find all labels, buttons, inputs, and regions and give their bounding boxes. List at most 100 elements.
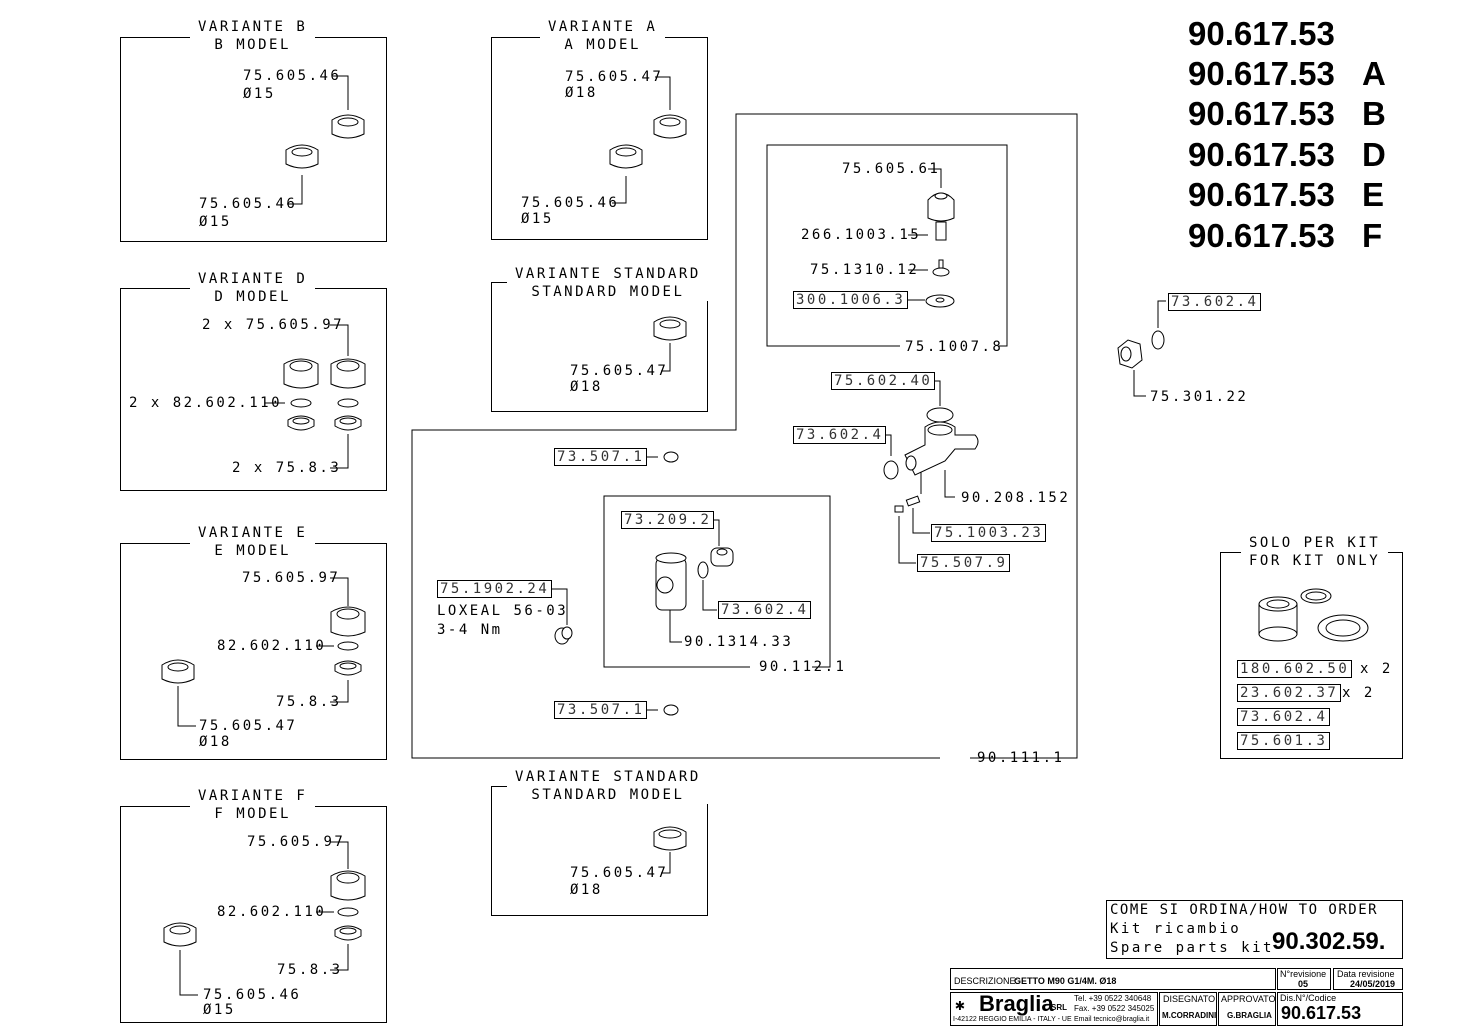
- kit-label-it: Kit ricambio: [1110, 921, 1242, 937]
- valve-body-icon: [904, 421, 979, 476]
- part-label: 75.8.3: [276, 694, 342, 710]
- gasket-icon: [1317, 614, 1369, 642]
- approved-by-cell: APPROVATO G.BRAGLIA: [1218, 992, 1276, 1026]
- oring-icon: [290, 398, 312, 408]
- nut-icon: [331, 114, 365, 139]
- revision-number: 05: [1298, 979, 1309, 989]
- nut-icon: [653, 826, 687, 851]
- part-label: 90.1314.33: [684, 634, 794, 650]
- company-name: Braglia: [979, 991, 1054, 1016]
- hex-nut-icon: [330, 606, 366, 637]
- drawn-by-cell: DISEGNATO M.CORRADINI: [1159, 992, 1217, 1026]
- tee-group-outline: [603, 495, 831, 668]
- oring-icon: [1300, 588, 1332, 604]
- bushing-icon: [1258, 596, 1298, 642]
- part-label: 75.605.47: [570, 363, 669, 379]
- part-label: 2 x 75.8.3: [232, 460, 342, 476]
- part-label: 75.605.46: [243, 68, 342, 84]
- kit-part-label: 75.1902.24: [437, 580, 553, 598]
- oring-icon: [926, 407, 954, 423]
- kit-label-en: Spare parts kit: [1110, 940, 1274, 956]
- washer-icon: [697, 561, 709, 579]
- revision-date-cell: Data revisione 24/05/2019: [1333, 968, 1403, 990]
- kit-item-code: 73.602.4: [1237, 708, 1331, 726]
- part-label: 75.1310.12: [810, 262, 920, 278]
- description-value: GETTO M90 G1/4M. Ø18: [1014, 976, 1117, 986]
- part-diameter: Ø15: [199, 214, 232, 230]
- nut-icon: [653, 316, 687, 341]
- part-label: 75.605.61: [842, 161, 941, 177]
- part-label: 75.8.3: [277, 962, 343, 978]
- ferrule-icon: [334, 925, 362, 941]
- nut-icon: [285, 144, 319, 169]
- kit-part-label: 300.1006.3: [793, 291, 909, 309]
- kit-part-label: 73.602.4: [793, 426, 887, 444]
- model-code: 90.617.53: [1188, 15, 1335, 52]
- valve-cartridge-icon: [927, 192, 955, 241]
- nut-icon: [163, 922, 197, 947]
- part-label: 75.301.22: [1150, 389, 1249, 405]
- company-cell: ✱ Braglia SRL Tel. +39 0522 340648 Fax. …: [950, 991, 1158, 1026]
- spring-icon: [905, 495, 921, 507]
- part-diameter: Ø15: [203, 1002, 236, 1018]
- company-email: Email tecnico@braglia.it: [1074, 1016, 1150, 1023]
- kit-part-label: 75.507.9: [917, 554, 1011, 572]
- kit-part-label: 75.1003.23: [931, 524, 1047, 542]
- ferrule-icon: [334, 415, 362, 431]
- tee-nut-icon: [710, 547, 734, 567]
- part-label: 75.605.97: [247, 834, 346, 850]
- how-to-order-box: [1106, 900, 1403, 959]
- cap-icon: [663, 704, 679, 716]
- kit-item-code: 180.602.50: [1237, 660, 1353, 678]
- part-label: 2 x 75.605.97: [202, 317, 345, 333]
- cap-icon: [663, 451, 679, 463]
- part-label: 2 x 82.602.110: [129, 395, 283, 411]
- part-label: 82.602.110: [217, 904, 327, 920]
- part-label: 75.605.46: [203, 987, 302, 1003]
- part-label: 75.605.97: [242, 570, 341, 586]
- nut-icon: [653, 114, 687, 139]
- pin-icon: [932, 259, 950, 277]
- part-label: 75.605.46: [199, 196, 298, 212]
- part-diameter: Ø18: [199, 734, 232, 750]
- part-label: 266.1003.15: [801, 227, 922, 243]
- part-label: 75.605.47: [199, 718, 298, 734]
- description-label: DESCRIZIONE:: [954, 976, 1019, 986]
- kit-part-label: 73.602.4: [1168, 293, 1262, 311]
- company-address: I-42122 REGGIO EMILIA - ITALY - UE: [953, 1016, 1072, 1023]
- how-to-order-heading: COME SI ORDINA/HOW TO ORDER: [1110, 902, 1379, 918]
- kit-item-code: 23.602.37: [1237, 684, 1342, 702]
- hex-nut-icon: [283, 358, 319, 389]
- hex-nut-icon: [1117, 339, 1143, 369]
- nut-icon: [161, 659, 195, 684]
- part-label: 90.208.152: [961, 490, 1071, 506]
- nut-icon: [609, 144, 643, 169]
- part-label: 75.605.47: [565, 69, 664, 85]
- company-fax: Fax. +39 0522 345025: [1074, 1004, 1155, 1013]
- part-label: 75.605.47: [570, 865, 669, 881]
- revision-cell: N°revisione 05: [1277, 968, 1331, 990]
- hex-nut-icon: [330, 870, 366, 901]
- braglia-logo-icon: ✱: [955, 995, 965, 1014]
- assembly-label: 90.112.1: [759, 659, 847, 675]
- kit-part-label: 73.507.1: [554, 701, 648, 719]
- drawn-by: M.CORRADINI: [1162, 1011, 1217, 1020]
- part-diameter: Ø15: [521, 211, 554, 227]
- kit-part-label: 73.507.1: [554, 448, 648, 466]
- tee-body-icon: [655, 552, 687, 611]
- oring-icon: [337, 641, 359, 651]
- disc-icon: [925, 294, 955, 308]
- kit-part-label: 73.602.4: [718, 601, 812, 619]
- oring-icon: [337, 907, 359, 917]
- kit-part-label: 75.602.40: [831, 372, 936, 390]
- ferrule-icon: [334, 660, 362, 676]
